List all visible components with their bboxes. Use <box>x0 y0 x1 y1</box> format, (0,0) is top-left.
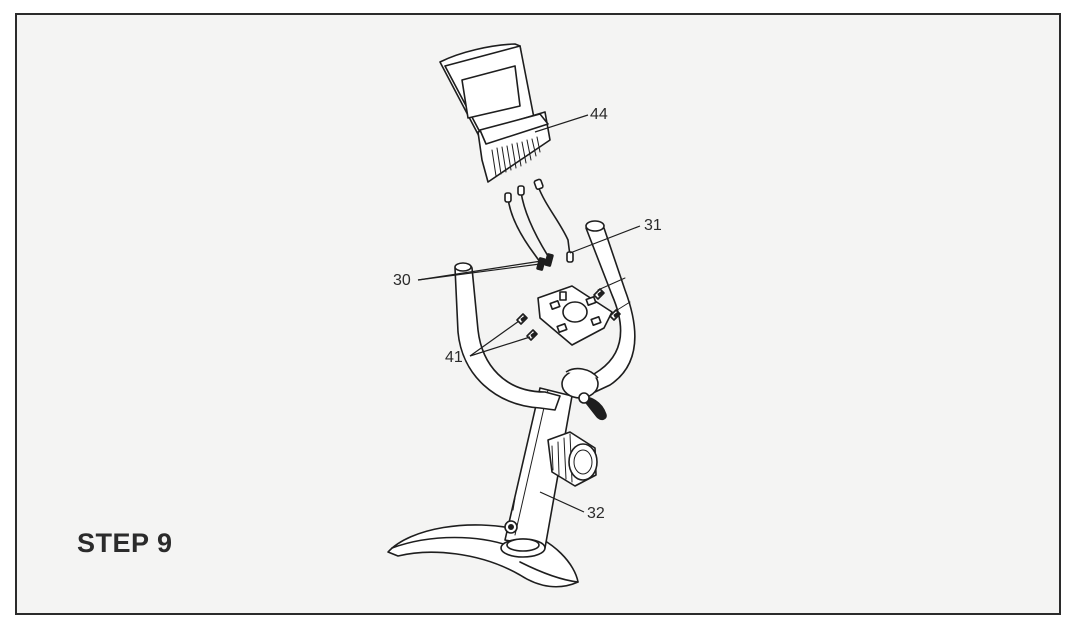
callout-32: 32 <box>587 505 605 522</box>
callout-31: 31 <box>644 217 662 234</box>
base-stabilizer <box>387 524 579 588</box>
console-wires <box>504 178 574 271</box>
screw <box>526 329 538 341</box>
step-title: STEP 9 <box>77 528 173 558</box>
console-bracket <box>537 285 613 346</box>
console-unit <box>439 43 551 183</box>
screw-set <box>516 277 631 341</box>
console-screen <box>461 65 521 119</box>
callout-leaders <box>417 114 641 513</box>
callout-44: 44 <box>590 106 608 123</box>
callout-41: 41 <box>445 349 463 366</box>
resistance-knob <box>547 431 598 487</box>
handlebar <box>454 220 636 421</box>
screw <box>593 288 605 300</box>
screw <box>516 313 528 325</box>
callout-30: 30 <box>393 272 411 289</box>
